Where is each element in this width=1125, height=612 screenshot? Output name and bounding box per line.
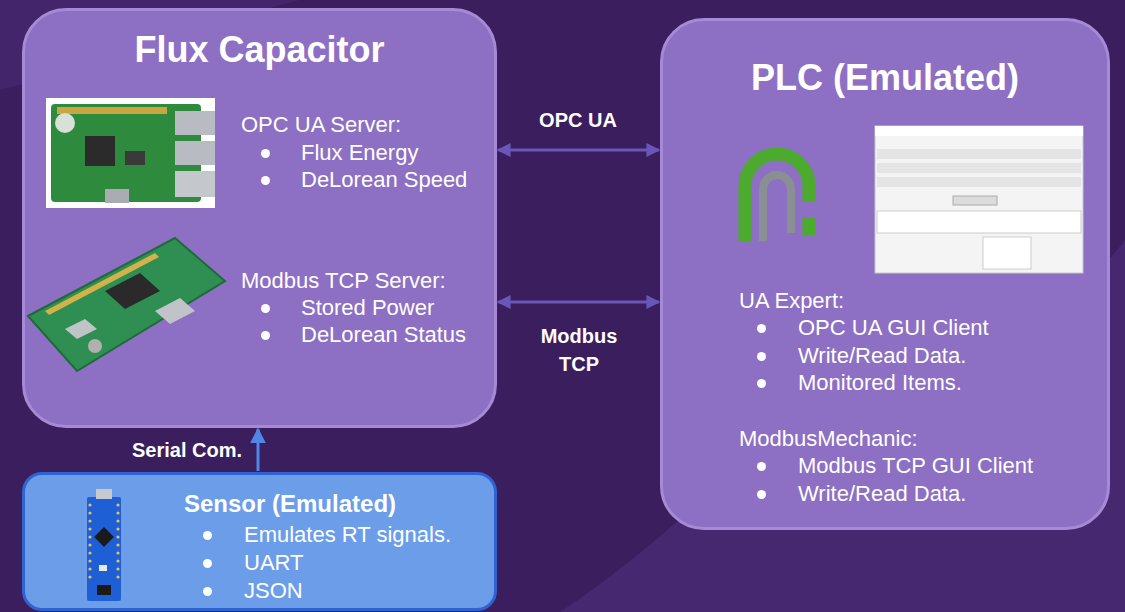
pin-row: [88, 503, 119, 578]
section-heading: OPC UA Server:: [241, 112, 401, 138]
battery: [88, 339, 102, 353]
bullet-dot: [757, 462, 766, 471]
bullet-item: JSON: [244, 578, 303, 604]
ua-logo: [745, 154, 809, 241]
microcontroller: [94, 527, 114, 547]
section-heading: UA Expert:: [739, 288, 844, 314]
pin-header: [45, 253, 159, 315]
photo-ground: [46, 98, 215, 208]
bullet-dot: [203, 559, 212, 568]
raw-packet-box: [983, 237, 1031, 269]
bullet-dot: [261, 304, 270, 313]
app-screenshot: [875, 126, 1083, 273]
io-board: [28, 238, 225, 371]
usb-port: [65, 319, 97, 339]
hdmi-port: [105, 189, 129, 203]
response-panel: [877, 211, 1081, 233]
section-heading: ModbusMechanic:: [739, 426, 918, 452]
gpio-header: [57, 107, 167, 114]
settings-row: [877, 149, 1081, 159]
edge-label: Modbus TCP: [533, 322, 625, 378]
bullet-item: DeLorean Speed: [301, 167, 467, 193]
edge-label: Serial Com.: [60, 436, 242, 464]
box-title: PLC (Emulated): [663, 56, 1107, 99]
bullet-item: Modbus TCP GUI Client: [798, 453, 1033, 479]
reset-button: [99, 565, 107, 571]
bullet-item: Monitored Items.: [798, 370, 962, 396]
bullet-item: OPC UA GUI Client: [798, 315, 989, 341]
bullet-dot: [203, 587, 212, 596]
settings-row: [877, 177, 1081, 187]
edge-label: OPC UA: [518, 106, 638, 134]
bullet-item: Stored Power: [301, 295, 434, 321]
raspberry-logo: [55, 113, 75, 133]
transmit-button: [953, 196, 997, 205]
section-heading: Modbus TCP Server:: [241, 268, 446, 294]
box-title: Sensor (Emulated): [184, 490, 396, 519]
sensor-box: Sensor (Emulated) Emulates RT signals.UAR…: [22, 472, 497, 611]
settings-row: [877, 163, 1081, 173]
bullet-item: Write/Read Data.: [798, 343, 966, 369]
connector-arrow: [257, 429, 260, 471]
bullet-item: Write/Read Data.: [798, 481, 966, 507]
bullet-dot: [261, 176, 270, 185]
bullet-dot: [757, 324, 766, 333]
bullet-item: UART: [244, 550, 304, 576]
arduino-nano-board: [87, 497, 121, 601]
usb-port: [175, 141, 215, 165]
connector-arrow: [498, 149, 659, 152]
bullet-dot: [261, 149, 270, 158]
ua-logo: [803, 217, 816, 235]
chip: [125, 151, 145, 165]
bullet-dot: [261, 331, 270, 340]
connector-arrow: [498, 301, 659, 304]
window-titlebar: [875, 126, 1083, 136]
bullet-dot: [757, 352, 766, 361]
cpu-chip: [85, 136, 115, 166]
box-title: Flux Capacitor: [25, 28, 494, 71]
bullet-item: Flux Energy: [301, 140, 418, 166]
ethernet-port: [175, 171, 215, 197]
bullet-dot: [757, 490, 766, 499]
client-box: PLC (Emulated) UA Expert:OPC UA GUI Clien…: [660, 18, 1110, 530]
bullet-item: DeLorean Status: [301, 322, 466, 348]
bullet-dot: [757, 379, 766, 388]
server-box: Flux CapacitorOPC UA Server:Flux EnergyD…: [22, 8, 497, 428]
ethernet-port: [155, 298, 195, 324]
usb-connector: [96, 489, 112, 499]
icsp-header: [97, 585, 111, 595]
bullet-item: Emulates RT signals.: [244, 522, 451, 548]
ua-logo: [763, 175, 791, 241]
bullet-dot: [203, 531, 212, 540]
board-illustrations: [25, 11, 500, 431]
usb-port: [175, 111, 215, 135]
